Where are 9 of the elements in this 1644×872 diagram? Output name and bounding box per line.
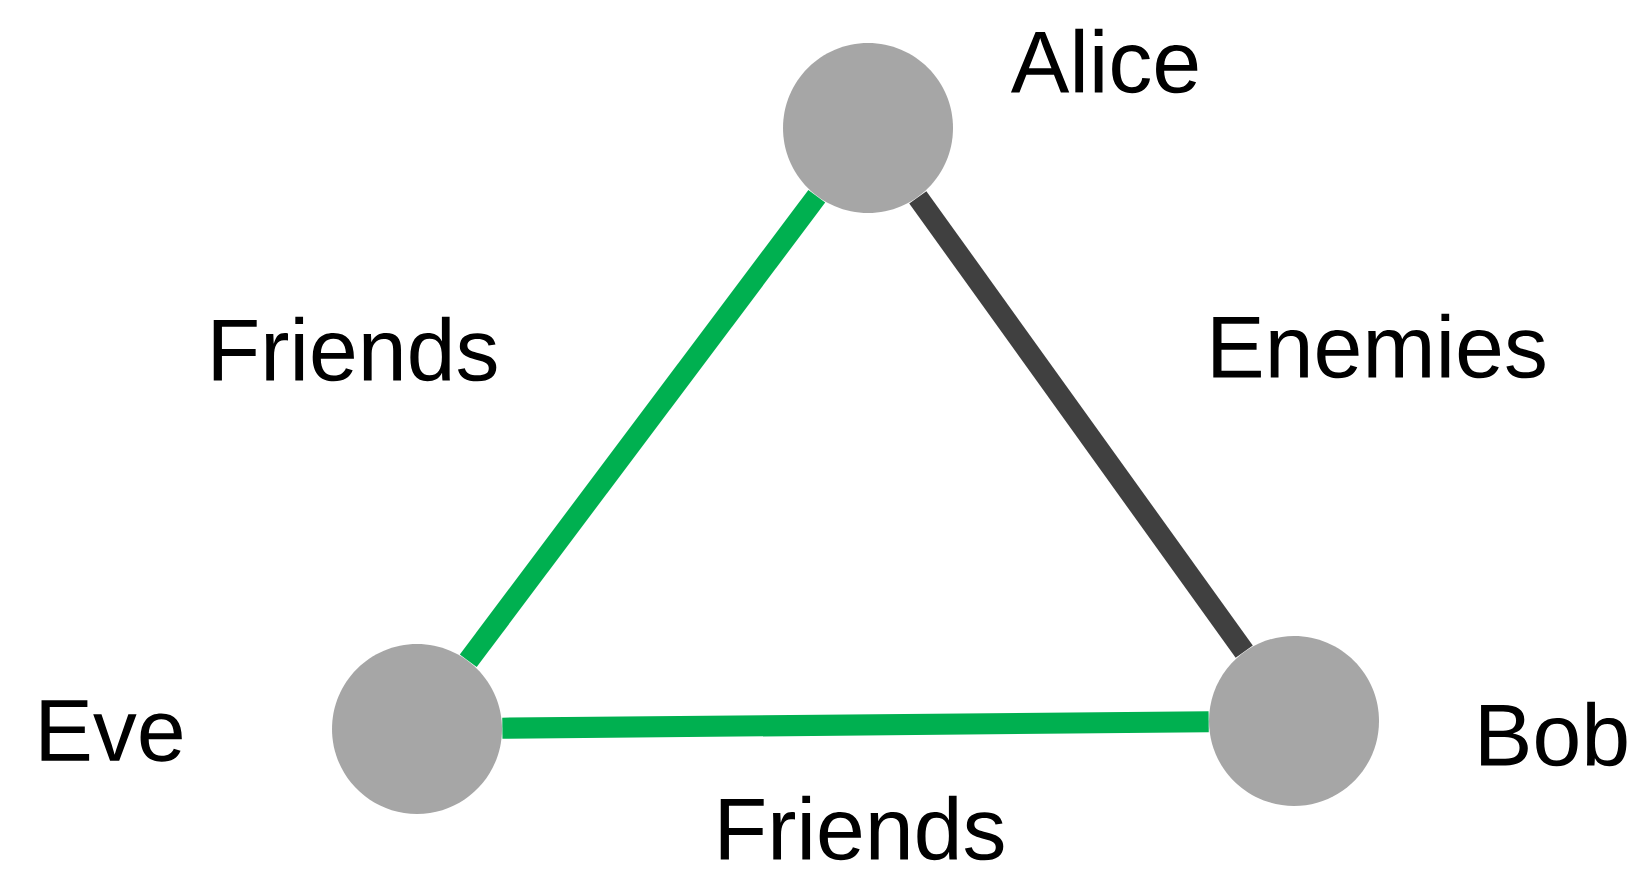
node-name: Bob xyxy=(1481,701,1627,767)
edge-label: Friends xyxy=(710,792,1010,864)
edge-label: Enemies xyxy=(1202,310,1552,382)
connector-line xyxy=(909,191,1253,658)
connector-line xyxy=(459,189,826,668)
node-name: Alice xyxy=(1010,28,1198,94)
connector-line xyxy=(502,711,1209,739)
edge-label: Friends xyxy=(203,313,503,385)
node-name: Eve xyxy=(41,700,182,762)
